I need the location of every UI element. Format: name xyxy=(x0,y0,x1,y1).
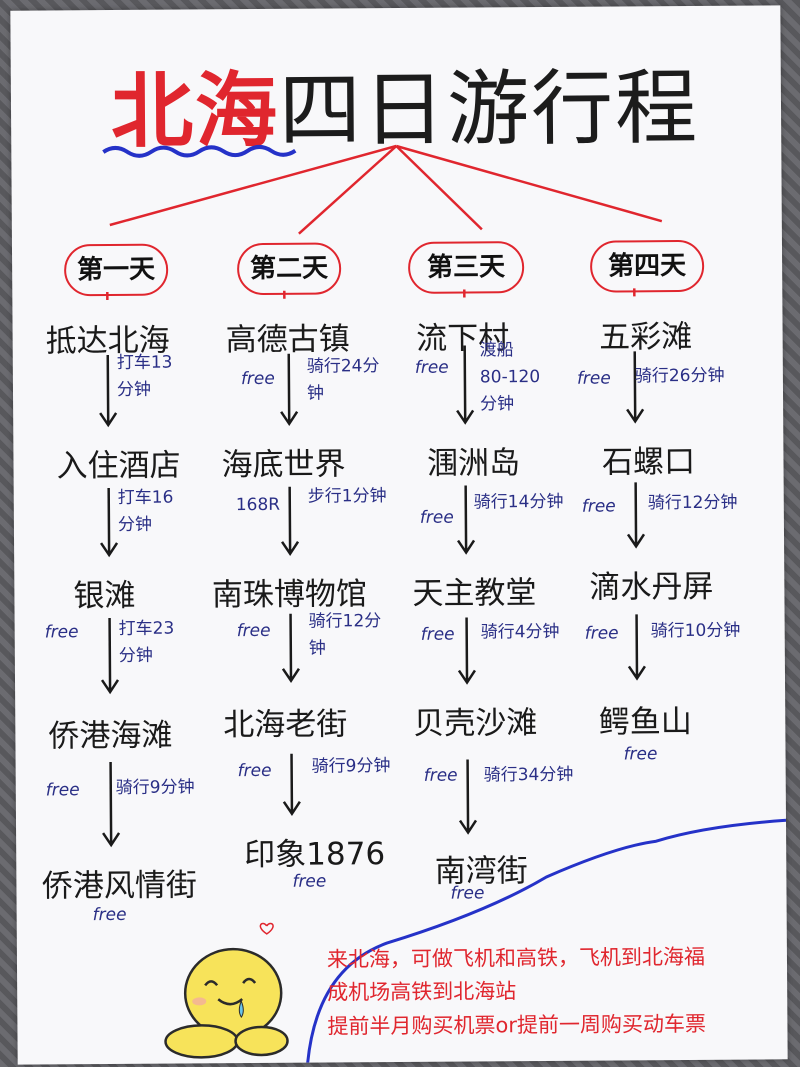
day2-place-2: 海底世界 xyxy=(221,446,346,484)
drawing-layer xyxy=(99,144,787,1063)
down-arrow-icon xyxy=(102,762,121,848)
down-arrow-icon xyxy=(626,351,645,424)
day4-place-4: 鳄鱼山 xyxy=(598,703,692,741)
paper-sheet: 北海四日游行程 第一天 第二天 第三天 第四天 抵达北海 打车13 分钟 入住酒… xyxy=(10,5,788,1065)
day3-free-2: free xyxy=(419,507,454,528)
day3-free-3: free xyxy=(420,624,455,645)
day1-transport-3: 打车23 分钟 xyxy=(118,618,175,666)
day4-end-free: free xyxy=(623,744,658,765)
day1-place-3: 银滩 xyxy=(73,577,136,615)
day2-transport-1: 骑行24分 钟 xyxy=(306,356,380,404)
title-wavy-underline xyxy=(102,144,297,158)
day4-free-3: free xyxy=(584,623,619,644)
day1-free-4: free xyxy=(45,780,80,801)
day4-place-3: 滴水丹屏 xyxy=(589,568,714,606)
day1-free-3: free xyxy=(44,622,79,643)
day2-transport-2: 步行1分钟 xyxy=(307,486,387,507)
day2-free-3: free xyxy=(236,620,271,642)
down-arrow-icon xyxy=(282,753,301,817)
day3-transport-3: 骑行4分钟 xyxy=(480,621,560,643)
down-arrow-icon xyxy=(457,617,476,685)
day-label-3: 第三天 xyxy=(407,241,525,294)
day3-transport-2: 骑行14分钟 xyxy=(473,491,564,513)
day4-free-2: free xyxy=(581,496,616,517)
smiling-face-sticker xyxy=(164,947,289,1059)
day-label-1: 第一天 xyxy=(63,243,169,297)
day1-transport-1: 打车13 分钟 xyxy=(116,352,173,400)
day-label-2: 第二天 xyxy=(236,242,342,296)
day-label-4: 第四天 xyxy=(589,239,705,293)
day1-end-free: free xyxy=(92,904,127,926)
day2-free-4: free xyxy=(237,760,272,782)
day3-transport-4: 骑行34分钟 xyxy=(483,764,574,786)
day4-transport-1: 骑行26分钟 xyxy=(634,365,725,387)
down-arrow-icon xyxy=(100,618,120,695)
down-arrow-icon xyxy=(457,485,476,555)
tip-line-3: 提前半月购买机票or提前一周购买动车票 xyxy=(327,1011,706,1039)
day2-place-1: 高德古镇 xyxy=(225,321,350,359)
down-arrow-icon xyxy=(627,614,646,681)
down-arrow-icon xyxy=(281,613,300,684)
day1-transport-4: 骑行9分钟 xyxy=(115,777,195,798)
day3-free-1: free xyxy=(414,357,449,378)
day2-end-free: free xyxy=(292,871,327,892)
day2-free-1: free xyxy=(240,368,275,390)
day2-place-5: 印象1876 xyxy=(244,836,386,874)
day1-place-5: 侨港风情街 xyxy=(41,867,198,905)
day2-transport-4: 骑行9分钟 xyxy=(311,756,391,777)
day2-free-2: 168R xyxy=(235,494,281,516)
down-arrow-icon xyxy=(458,759,478,835)
arrows-group xyxy=(99,345,646,848)
day3-place-2: 涠洲岛 xyxy=(426,445,521,482)
down-arrow-icon xyxy=(99,355,118,428)
day4-transport-2: 骑行12分钟 xyxy=(647,492,738,514)
day3-transport-1: 渡船 80-120 分钟 xyxy=(479,340,541,415)
day3-free-4: free xyxy=(423,765,458,786)
day1-place-2: 入住酒店 xyxy=(56,447,181,485)
tip-line-1: 来北海，可做飞机和高铁，飞机到北海福 xyxy=(326,944,706,972)
day1-place-4: 侨港海滩 xyxy=(48,717,173,755)
day4-place-2: 石螺口 xyxy=(601,443,696,481)
day2-place-4: 北海老街 xyxy=(223,706,348,744)
day4-free-1: free xyxy=(576,368,611,389)
day4-transport-3: 骑行10分钟 xyxy=(650,620,741,642)
down-arrow-icon xyxy=(626,482,646,549)
down-arrow-icon xyxy=(281,486,300,557)
coast-line xyxy=(306,818,787,1063)
day2-transport-3: 骑行12分 钟 xyxy=(308,611,382,659)
day4-place-1: 五彩滩 xyxy=(599,318,693,356)
day1-transport-2: 打车16 分钟 xyxy=(117,487,174,535)
branch-lines xyxy=(106,144,663,301)
day3-end-free: free xyxy=(450,883,485,904)
tip-line-2: 成机场高铁到北海站 xyxy=(327,979,517,1005)
heart-icon xyxy=(259,922,274,935)
down-arrow-icon xyxy=(280,353,299,427)
down-arrow-icon xyxy=(100,488,119,558)
day3-place-4: 贝壳沙滩 xyxy=(413,705,538,742)
down-arrow-icon xyxy=(456,345,475,425)
day3-place-3: 天主教堂 xyxy=(412,575,537,612)
